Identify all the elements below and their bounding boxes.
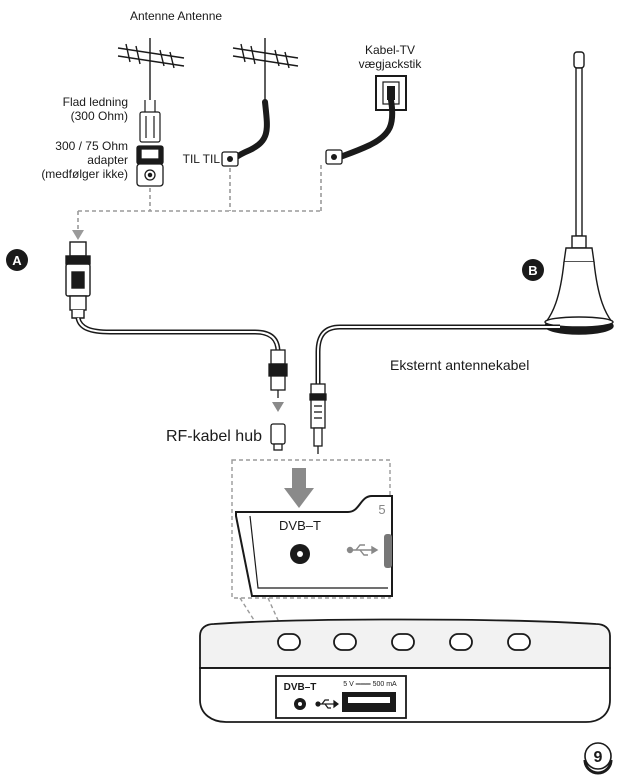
roof-antenna-left-icon xyxy=(117,38,185,100)
device-dvbt-label: DVB–T xyxy=(284,682,317,693)
svg-text:A: A xyxy=(12,253,22,268)
adapter-label-1: 300 / 75 Ohm xyxy=(55,139,128,153)
til-label: TIL TIL xyxy=(183,152,221,166)
rf-hub-adapter-icon xyxy=(270,423,286,451)
adapter-label-3: (medfølger ikke) xyxy=(41,167,128,181)
page-number-badge: 9 xyxy=(583,742,613,775)
cable-b xyxy=(315,324,560,385)
dvbt-port-icon xyxy=(290,544,310,564)
adapter-label-2: adapter xyxy=(87,153,128,167)
balun-adapter-icon xyxy=(136,145,164,187)
device-button-5 xyxy=(507,633,531,651)
device-button-4 xyxy=(449,633,473,651)
marker-a-badge: A xyxy=(6,249,28,271)
signal-path-dashed xyxy=(77,165,322,233)
down-arrow-icon xyxy=(72,230,84,240)
port-number-label: 5 xyxy=(378,502,385,517)
down-arrow-small-icon xyxy=(272,402,284,412)
wall-jack-coax-cable xyxy=(325,97,396,165)
usb-icon xyxy=(346,544,379,556)
mcx-plug-icon xyxy=(309,383,327,454)
device-dvbt-port-icon xyxy=(294,698,306,710)
external-antenna-icon xyxy=(544,51,614,335)
svg-text:9: 9 xyxy=(594,749,603,766)
rf-hub-label: RF-kabel hub xyxy=(166,428,262,445)
cable-a xyxy=(75,317,281,353)
coax-plug-a-icon xyxy=(65,241,91,319)
cable-tv-label-2: vægjackstik xyxy=(359,57,423,71)
insert-arrow-icon xyxy=(284,468,314,508)
zoom-device-side xyxy=(235,495,393,597)
cable-tv-label-1: Kabel-TV xyxy=(365,43,415,57)
flat-cable-label-1: Flad ledning xyxy=(63,95,128,109)
flat-cable-label-2: (300 Ohm) xyxy=(71,109,128,123)
device-button-2 xyxy=(333,633,357,651)
device-usb-symbol-icon xyxy=(315,699,339,709)
usb-spec-label: 5 V ═══ 500 mA xyxy=(343,681,397,688)
zoom-usb-port xyxy=(384,534,392,568)
antenna-coax-cable xyxy=(221,99,270,167)
antenna-header-label: Antenne Antenne xyxy=(130,9,222,23)
device-button-3 xyxy=(391,633,415,651)
device-buttons xyxy=(277,633,531,651)
svg-text:B: B xyxy=(528,263,537,278)
zoom-dvbt-label: DVB–T xyxy=(279,518,321,533)
external-antenna-cable-label: Eksternt antennekabel xyxy=(390,357,529,373)
marker-b-badge: B xyxy=(522,259,544,281)
flat-cable-icon xyxy=(139,100,161,143)
roof-antenna-right-icon xyxy=(232,38,299,110)
coax-male-connector-icon xyxy=(268,349,288,398)
device-button-1 xyxy=(277,633,301,651)
